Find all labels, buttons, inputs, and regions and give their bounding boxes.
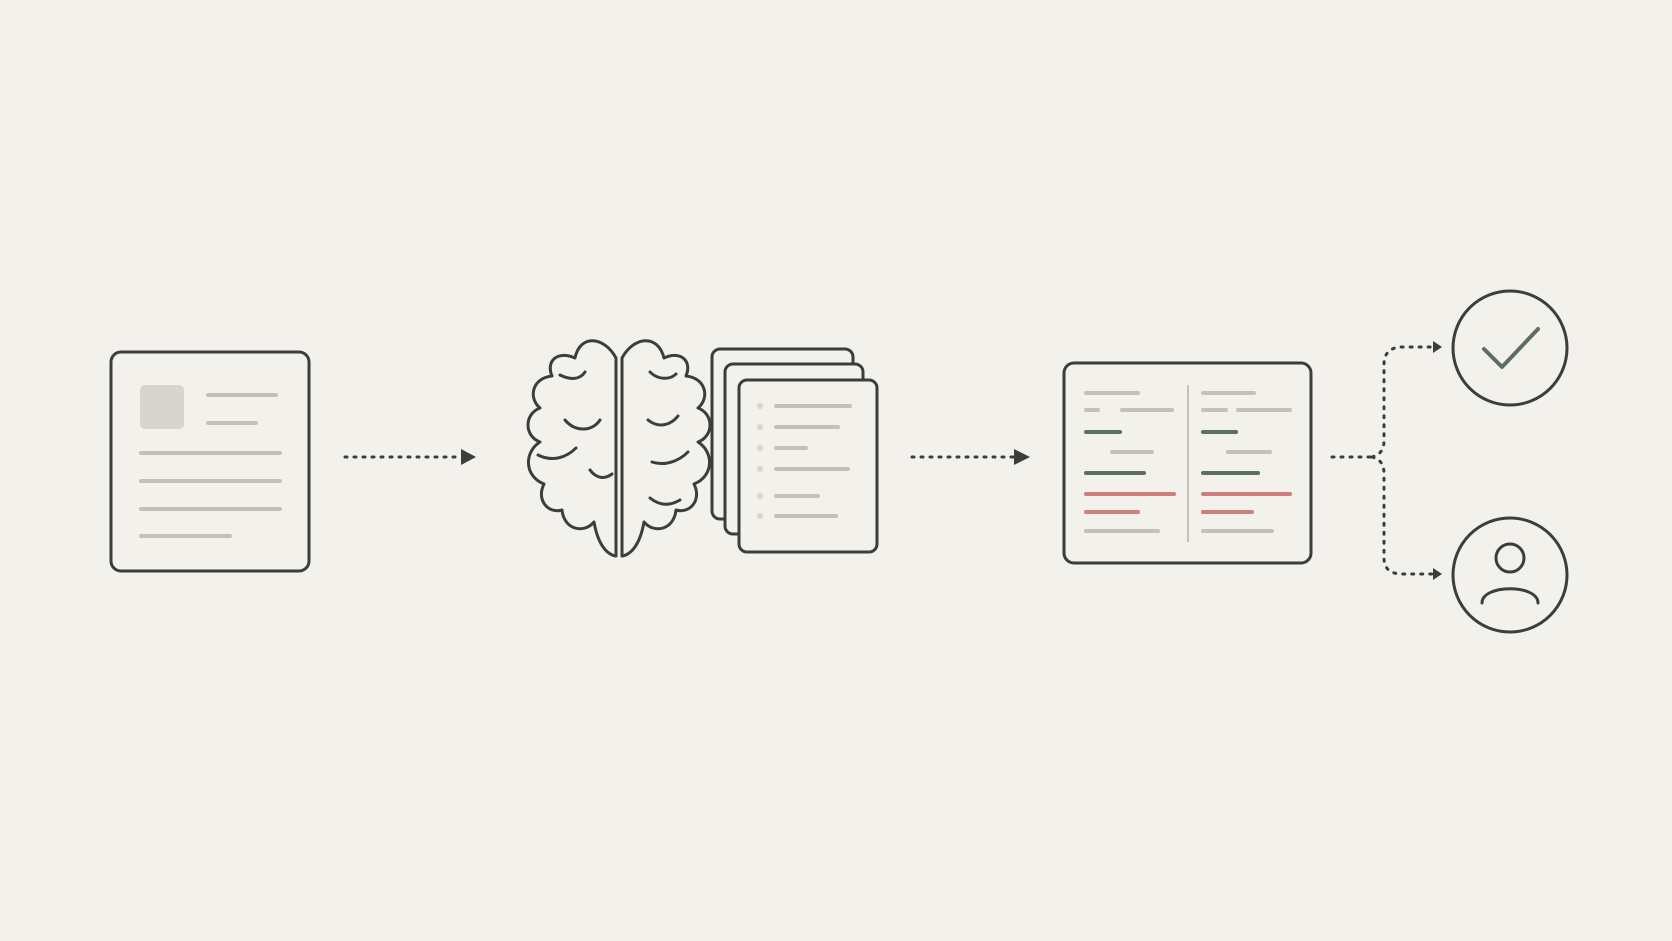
checkmark-icon [1482,327,1540,369]
page-bullet-list [757,403,852,519]
arrowhead-icon [1433,568,1442,580]
stacked-pages-icon [710,347,879,554]
branch-connector [1330,345,1434,576]
arrowhead-icon [1014,449,1030,465]
arrowhead-icon [461,449,476,465]
page-front [737,378,879,554]
user-circle-icon [1451,516,1569,634]
dotted-arrow [910,449,1030,465]
compare-right-column [1201,391,1292,533]
document-image-placeholder [140,385,184,429]
user-shoulders [1480,587,1540,605]
document-frame [109,350,311,573]
compare-left-column [1084,391,1176,533]
arrowhead-icon [1433,341,1442,353]
dotted-arrow [343,449,476,465]
document-icon [109,350,311,573]
check-circle-icon [1451,289,1569,407]
user-head [1494,542,1526,574]
compare-frame [1062,361,1313,565]
brain-icon [526,339,712,558]
side-by-side-compare-icon [1062,361,1313,565]
